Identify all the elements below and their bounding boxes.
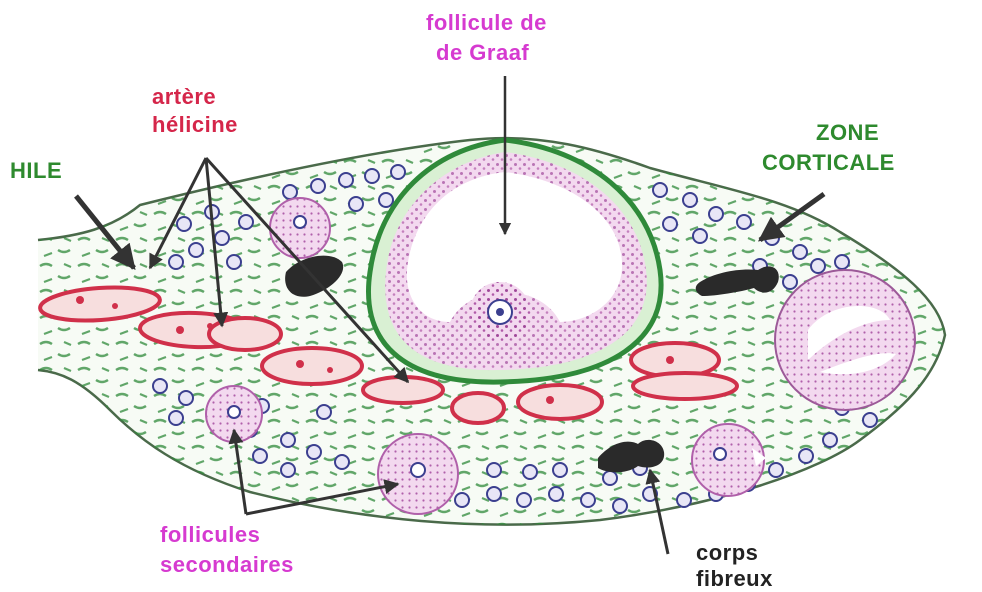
label-artere-line1: artère <box>152 84 216 109</box>
label-secondaires-line1: follicules <box>160 522 260 547</box>
label-secondaires-line2: secondaires <box>160 552 294 577</box>
follicle-right-large <box>775 270 915 410</box>
follicle-upper-left <box>270 198 330 258</box>
label-graaf-line1: follicule de <box>426 10 547 35</box>
follicle-lower-center <box>378 434 458 514</box>
follicle-lower-right <box>692 424 766 496</box>
label-hile: HILE <box>10 158 62 183</box>
label-artere-line2: hélicine <box>152 112 238 137</box>
label-corps-line2: fibreux <box>696 566 773 591</box>
label-graaf-line2: de Graaf <box>436 40 529 65</box>
label-zone-line1: ZONE <box>816 120 879 145</box>
label-corps-line1: corps <box>696 540 758 565</box>
label-zone-line2: CORTICALE <box>762 150 895 175</box>
